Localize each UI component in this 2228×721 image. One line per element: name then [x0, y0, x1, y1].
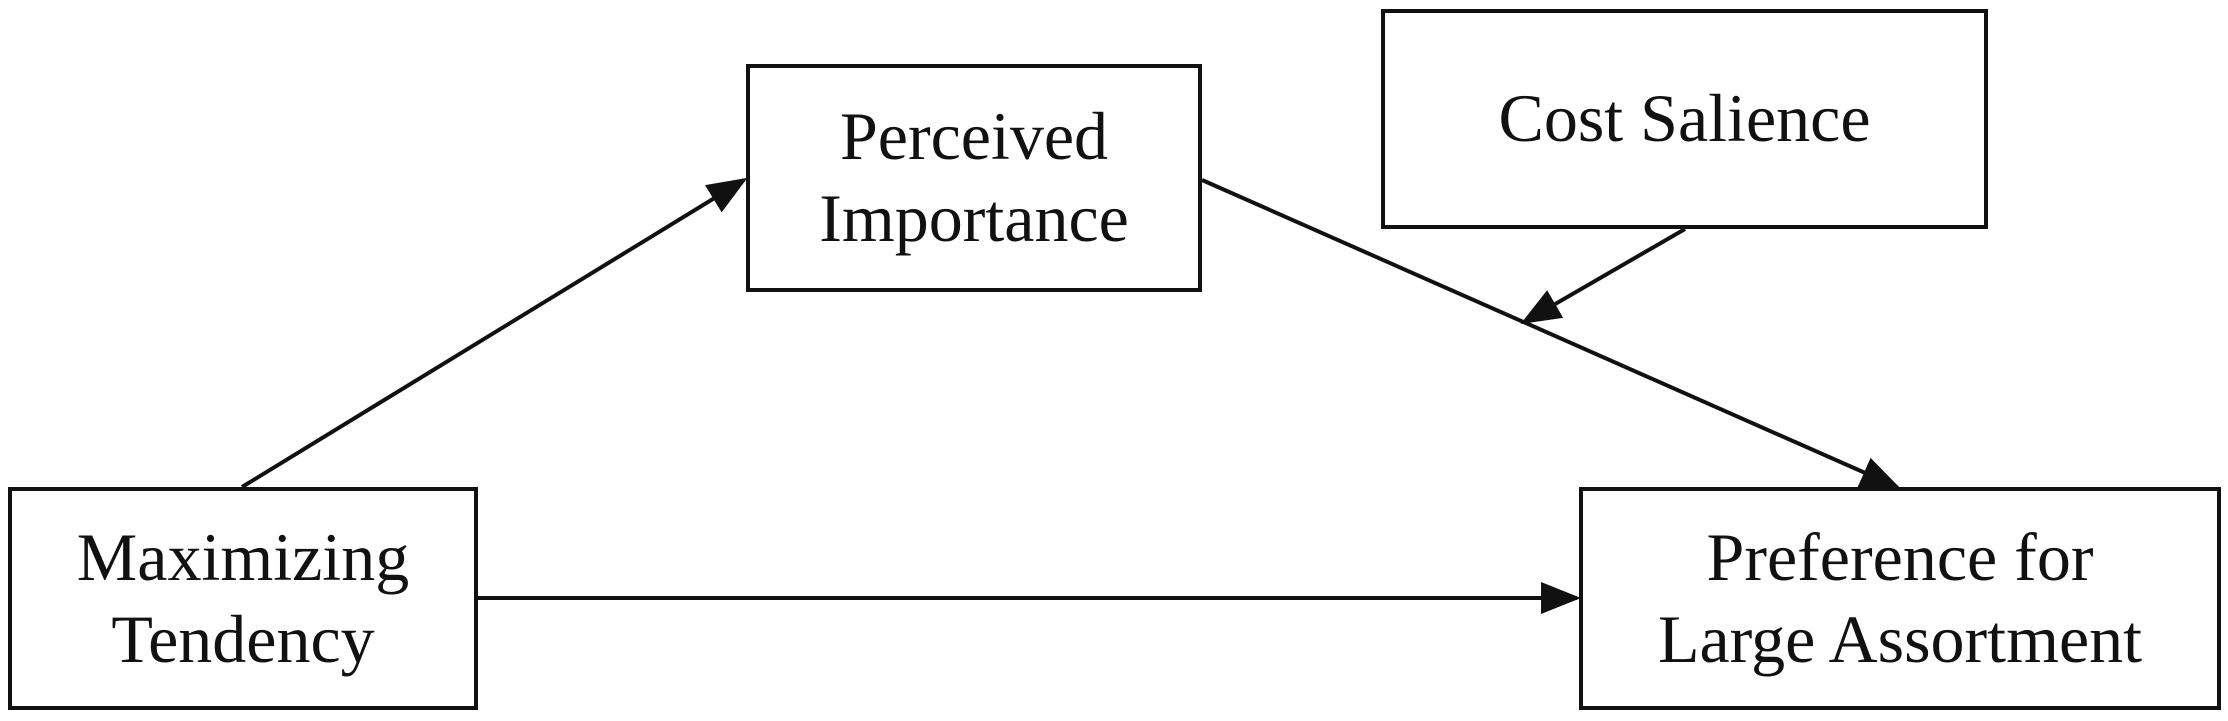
preference-label-line2: Large Assortment	[1657, 600, 2143, 677]
perceived-importance-label-line1: Perceived	[839, 98, 1109, 175]
perceived-importance-box: Perceived Importance	[746, 64, 1202, 292]
preference-label-line1: Preference for	[1706, 518, 2094, 595]
perceived-importance-label-line2: Importance	[819, 180, 1129, 256]
arrow-perceived-to-preference	[1201, 178, 1901, 489]
arrow-maximizing-to-perceived	[240, 177, 748, 489]
arrow-cost-salience-moderation	[1520, 227, 1687, 325]
maximizing-tendency-label-line1: Maximizing	[76, 518, 410, 595]
cost-salience-label: Cost Salience	[1498, 80, 1871, 157]
preference-large-assortment-box: Preference for Large Assortment	[1579, 487, 2221, 710]
maximizing-tendency-box: Maximizing Tendency	[8, 487, 478, 710]
maximizing-tendency-label-line2: Tendency	[111, 600, 375, 677]
cost-salience-box: Cost Salience	[1381, 9, 1988, 229]
